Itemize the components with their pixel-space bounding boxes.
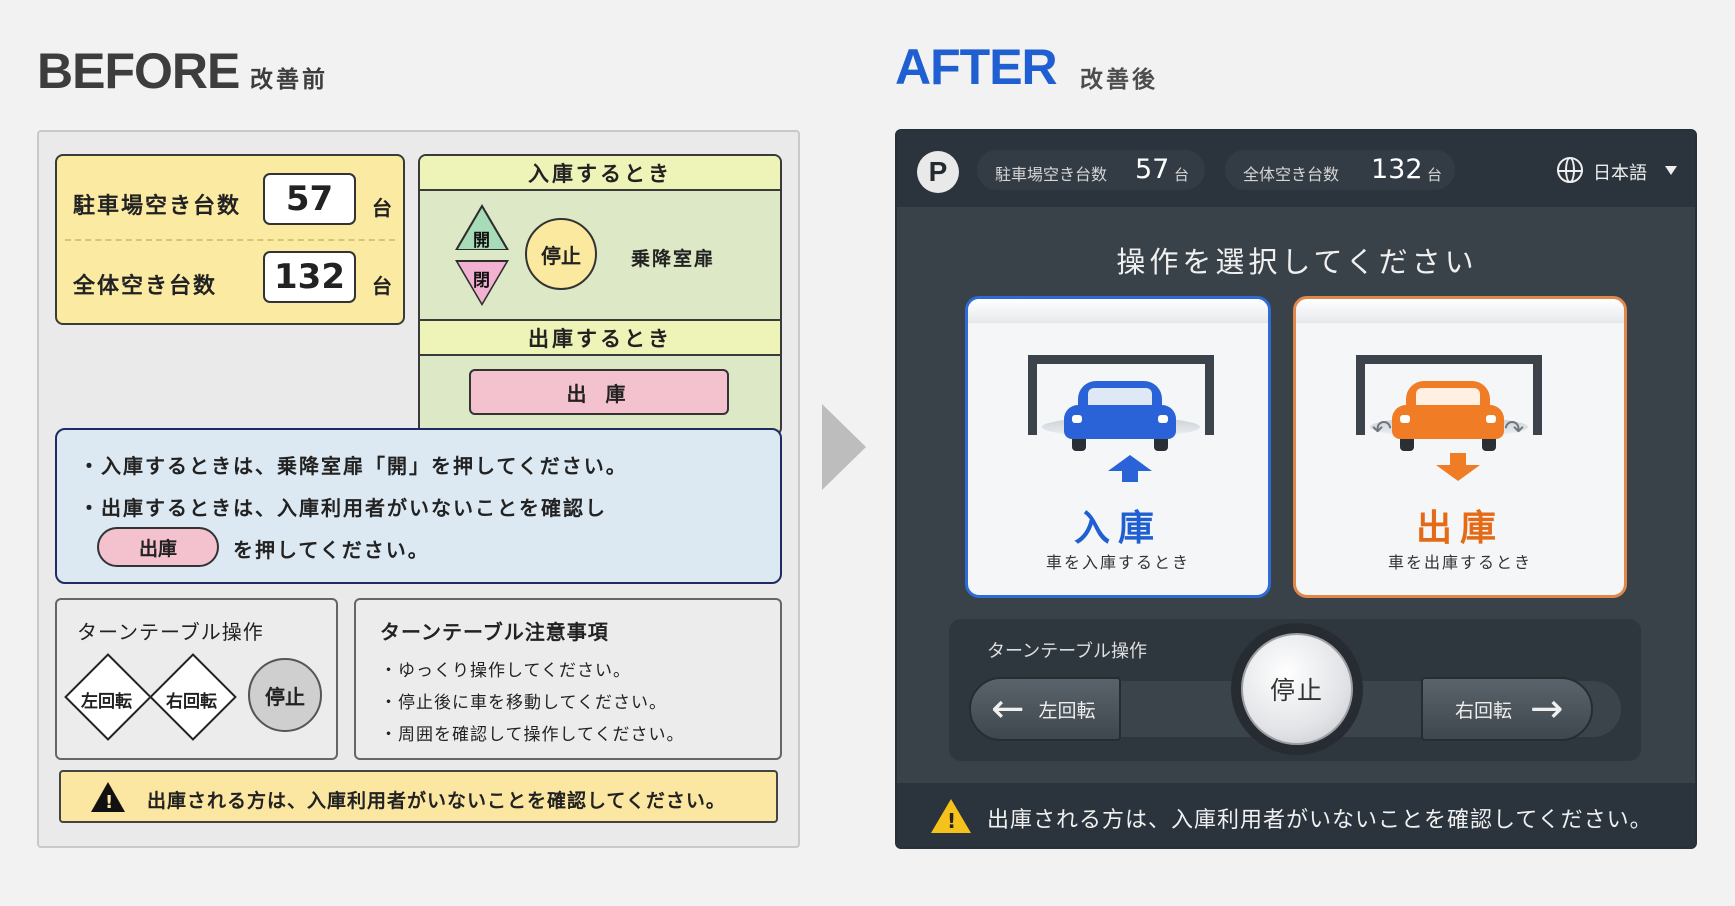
total-count-label: 全体空き台数 [73,274,218,299]
parking-count-chip: 駐車場空き台数 57 台 [977,150,1205,190]
info-line-1: ・入庫するときは、乗降室扉「開」を押してください。 [79,454,628,478]
rotate-left-label: 左回転 [1038,699,1096,722]
chevron-down-icon [1665,166,1677,175]
after-panel: P 駐車場空き台数 57 台 全体空き台数 132 台 日本語 操作を選択してく… [895,129,1697,849]
info-line-3: を押してください。 [233,538,430,562]
before-warning-bar: ! 出庫される方は、入庫利用者がいないことを確認してください。 [59,770,778,823]
before-info-box: ・入庫するときは、乗降室扉「開」を押してください。 ・出庫するときは、入庫利用者… [55,428,782,584]
after-title: AFTER [895,39,1058,95]
before-title: BEFORE [37,43,240,99]
entry-card-subtitle: 車を入庫するとき [1045,553,1190,572]
after-subtitle: 改善後 [1080,67,1158,93]
door-label: 乗降室扉 [631,248,716,270]
warning-triangle-icon [931,799,971,833]
total-count-label: 全体空き台数 [1243,165,1340,184]
rotate-left-label: 左回転 [81,692,132,712]
parking-p-icon: P [917,151,959,193]
turntable-stop-button[interactable]: 停止 [248,658,322,732]
exit-header: 出庫するとき [420,319,780,356]
rotate-right-label: 右回転 [166,692,217,712]
before-warning-text: 出庫される方は、入庫利用者がいないことを確認してください。 [147,790,726,812]
note-item: ・ゆっくり操作してください。 [380,661,631,681]
entry-card-button[interactable]: 入庫 車を入庫するとき [965,296,1271,598]
car-exit-icon: ↶ ↷ [1356,355,1542,481]
info-line-2: ・出庫するときは、入庫利用者がいないことを確認し [79,496,607,520]
stop-button-ring: 停止 [1231,623,1363,755]
rotate-right-label: 右回転 [1455,699,1513,722]
total-count-value: 132 [263,251,356,303]
exit-card-subtitle: 車を出庫するとき [1387,553,1532,572]
parking-count-unit: 台 [1174,166,1190,184]
car-entry-icon [1028,355,1214,482]
transition-arrow-icon [822,404,866,490]
open-label: 開 [473,231,490,251]
turntable-title: ターンテーブル操作 [77,620,264,644]
entry-header: 入庫するとき [420,156,780,191]
parking-count-value: 57 [263,173,356,225]
warning-triangle-icon [91,782,125,812]
parking-count-value: 57 [1135,154,1170,185]
language-label: 日本語 [1593,163,1647,184]
before-subtitle: 改善前 [250,67,328,93]
arrow-left-icon: ← [991,686,1025,732]
before-panel: 駐車場空き台数 57 台 全体空き台数 132 台 入庫するとき 開 閉 停止 … [37,130,800,848]
note-item: ・周囲を確認して操作してください。 [380,725,685,745]
before-count-box: 駐車場空き台数 57 台 全体空き台数 132 台 [55,154,405,325]
parking-count-unit: 台 [372,196,392,220]
before-turntable-box: ターンテーブル操作 左回転 右回転 停止 [55,598,338,760]
language-selector[interactable]: 日本語 [1557,153,1682,187]
before-operation-box: 入庫するとき 開 閉 停止 乗降室扉 出庫するとき 出 庫 [418,154,782,436]
total-count-unit: 台 [1427,166,1443,184]
arrow-right-icon: → [1530,686,1564,732]
note-item: ・停止後に車を移動してください。 [380,693,667,713]
parking-count-label: 駐車場空き台数 [995,165,1108,184]
before-notes-box: ターンテーブル注意事項 ・ゆっくり操作してください。 ・停止後に車を移動してくだ… [354,598,782,760]
turntable-label: ターンテーブル操作 [987,641,1148,662]
after-warning-bar: ! 出庫される方は、入庫利用者がいないことを確認してください。 [897,783,1695,847]
entry-card-title: 入庫 [1073,508,1162,549]
count-divider [65,239,395,241]
total-count-value: 132 [1371,154,1423,185]
exit-card-title: 出庫 [1415,508,1504,549]
door-stop-button[interactable]: 停止 [525,218,597,290]
rotate-right-button[interactable]: 右回転 → [1421,677,1593,741]
after-warning-text: 出庫される方は、入庫利用者がいないことを確認してください。 [987,808,1653,833]
after-status-bar: P 駐車場空き台数 57 台 全体空き台数 132 台 日本語 [897,131,1695,207]
exit-button[interactable]: 出 庫 [469,369,729,415]
notes-title: ターンテーブル注意事項 [380,620,609,644]
exit-card-button[interactable]: ↶ ↷ 出庫 車を出庫するとき [1293,296,1627,598]
rotate-left-button[interactable]: ← 左回転 [969,677,1121,741]
close-label: 閉 [473,271,490,291]
turntable-stop-button[interactable]: 停止 [1241,633,1353,745]
info-exit-pill[interactable]: 出庫 [97,527,219,567]
after-turntable-panel: ターンテーブル操作 ← 左回転 右回転 → 停止 [949,619,1641,761]
parking-count-label: 駐車場空き台数 [73,194,242,219]
after-heading: 操作を選択してください [1116,245,1478,279]
globe-icon [1557,157,1583,183]
total-count-unit: 台 [372,274,392,298]
total-count-chip: 全体空き台数 132 台 [1225,150,1455,190]
